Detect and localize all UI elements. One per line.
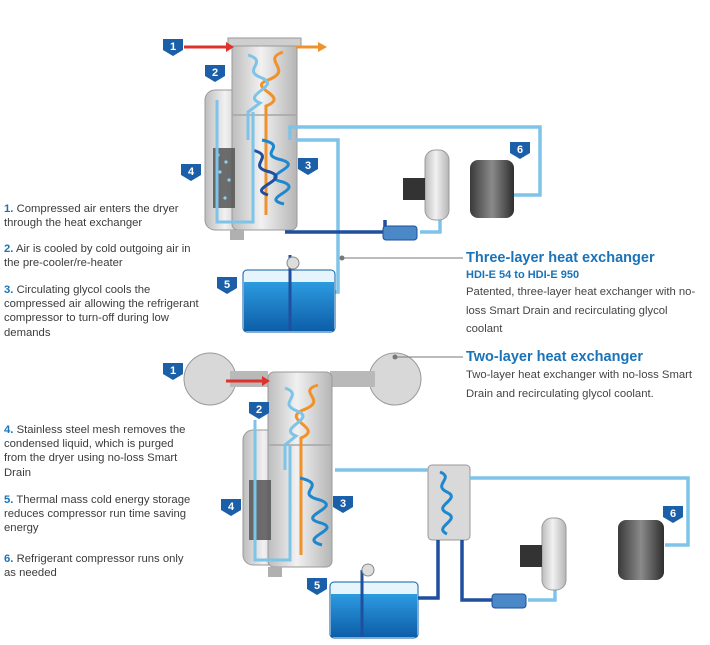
step-4-text: Stainless steel mesh removes the condens… — [4, 424, 186, 479]
step-6-number: 6. — [4, 553, 14, 565]
badge-top-4-label: 4 — [188, 166, 195, 178]
step-5-number: 5. — [4, 494, 14, 506]
badge-top-6 — [510, 142, 530, 159]
step-6-text: Refrigerant compressor runs only as need… — [4, 553, 184, 580]
badge-bottom-2-label: 2 — [256, 404, 262, 416]
glycol-hx-coil — [439, 470, 453, 536]
inlet-flange — [183, 352, 237, 406]
refrigerant-line-2 — [460, 540, 492, 602]
badge-top-6-label: 6 — [517, 144, 523, 156]
badge-bottom-3-label: 3 — [340, 498, 346, 510]
condenser-housing-2 — [541, 517, 567, 591]
badge-bottom-4 — [221, 499, 241, 516]
fan-motor-2 — [520, 545, 542, 567]
step-5-text: Thermal mass cold energy storage reduces… — [4, 494, 191, 535]
precooler-coil — [246, 53, 270, 140]
inlet-duct — [230, 371, 268, 387]
badge-top-3-label: 3 — [305, 160, 311, 172]
badge-top-4 — [181, 164, 201, 181]
fan-motor — [403, 178, 425, 200]
badge-top-1 — [163, 39, 183, 56]
badge-bottom-1 — [163, 363, 183, 380]
badge-bottom-1-label: 1 — [170, 365, 176, 377]
two-layer-leader-dot — [392, 354, 398, 360]
outlet-duct — [330, 371, 375, 387]
warm-air-pipe — [259, 50, 284, 215]
glycol-level-2 — [331, 594, 417, 637]
badge-bottom-6 — [663, 506, 683, 523]
step-2-number: 2. — [4, 243, 14, 255]
expansion-valve — [382, 225, 418, 241]
step-badges: 1 2 3 4 5 6 1 2 3 4 5 6 — [163, 39, 683, 595]
badge-top-1-label: 1 — [170, 41, 176, 53]
evaporator-coil-2 — [299, 476, 329, 547]
badge-bottom-3 — [333, 496, 353, 513]
column-cap — [227, 37, 302, 47]
smart-drain-2 — [361, 563, 375, 577]
badge-top-5-label: 5 — [224, 279, 230, 291]
drain-stub — [230, 230, 244, 240]
outlet-arrowhead — [318, 42, 327, 52]
three-layer-callout: Three-layer heat exchanger HDI-E 54 to H… — [466, 249, 706, 339]
compressor — [470, 160, 514, 218]
outlet-flange — [368, 352, 422, 406]
smart-drain — [286, 256, 300, 270]
badge-top-3 — [298, 158, 318, 175]
badge-top-2 — [205, 65, 225, 82]
step-1: 1. Compressed air enters the dryer throu… — [4, 202, 209, 230]
three-layer-description: Patented, three-layer heat exchanger wit… — [466, 286, 696, 335]
step-4: 4. Stainless steel mesh removes the cond… — [4, 423, 194, 480]
badge-top-2-label: 2 — [212, 67, 218, 79]
step-3-number: 3. — [4, 284, 14, 296]
compressor-2 — [618, 520, 664, 580]
inlet-arrowhead-2 — [262, 376, 270, 386]
two-layer-title: Two-layer heat exchanger — [466, 349, 644, 365]
warm-air-pipe-2 — [294, 383, 319, 555]
step-6: 6. Refrigerant compressor runs only as n… — [4, 552, 194, 580]
step-2: 2. Air is cooled by cold outgoing air in… — [4, 242, 209, 270]
step-1-text: Compressed air enters the dryer through … — [4, 203, 179, 230]
step-3: 3. Circulating glycol cools the compress… — [4, 283, 199, 340]
step-1-number: 1. — [4, 203, 14, 215]
refrigerant-loop — [288, 125, 542, 197]
two-layer-callout: Two-layer heat exchanger Two-layer heat … — [466, 348, 706, 403]
evaporator-coil — [261, 138, 291, 206]
expansion-valve-2 — [491, 593, 527, 609]
air-return-pipe-2 — [253, 420, 292, 562]
badge-bottom-6-label: 6 — [670, 508, 676, 520]
inlet-arrowhead — [226, 42, 234, 52]
step-2-text: Air is cooled by cold outgoing air in th… — [4, 243, 191, 270]
precooler-coil-2 — [283, 386, 305, 470]
stainless-mesh-2 — [249, 480, 271, 540]
badge-top-5 — [217, 277, 237, 294]
badge-bottom-4-label: 4 — [228, 501, 235, 513]
refrigerant-loop-2 — [470, 476, 690, 547]
badge-bottom-5-label: 5 — [314, 580, 320, 592]
three-layer-title: Three-layer heat exchanger — [466, 250, 655, 266]
bottom-system — [183, 352, 690, 639]
step-3-text: Circulating glycol cools the compressed … — [4, 284, 199, 339]
three-layer-subtitle: HDI-E 54 to HDI-E 950 — [466, 269, 580, 281]
step-5: 5. Thermal mass cold energy storage redu… — [4, 493, 194, 536]
top-system — [184, 37, 542, 333]
step-4-number: 4. — [4, 424, 14, 436]
three-layer-leader-dot — [339, 255, 345, 261]
refrigerant-line — [285, 220, 387, 234]
air-return-pipe — [215, 100, 255, 224]
badge-bottom-5 — [307, 578, 327, 595]
badge-bottom-2 — [249, 402, 269, 419]
glycol-coil — [251, 148, 278, 197]
drain-stub-2 — [268, 567, 282, 577]
two-layer-description: Two-layer heat exchanger with no-loss Sm… — [466, 369, 693, 400]
condenser-housing — [424, 149, 450, 221]
